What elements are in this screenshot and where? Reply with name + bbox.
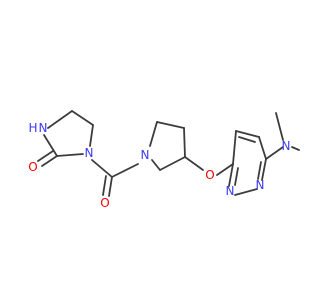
atom-o-carbonyl: O [100,196,109,210]
bond-py-n2-c [261,158,267,181]
bond-c2-o-b [37,150,54,162]
bond-py-ch1-ch2 [235,130,260,138]
bond-py-ch2-c [232,130,237,165]
bond-py-ch1-ch2-inner [238,136,256,143]
atom-n-imid: N [85,146,94,160]
bond-ch2-ch2 [71,110,94,126]
bond-nimid-c2 [56,153,84,157]
atom-labels: N H O N N O O N N N [28,121,290,210]
bond-cco-npyrr [111,163,139,178]
bond-oether-cpy [216,163,234,176]
bond-c3-c4 [183,127,186,158]
bond-c4-c5 [159,156,186,171]
bond-py-c-ch1 [258,136,267,160]
bond-ch2-nimid [89,124,94,147]
atom-n-pyridazine-2: N [256,178,265,192]
atom-n-nh: N [39,121,48,135]
bonds [37,110,300,197]
atom-n-pyrrolidine: N [141,148,150,162]
bond-py-c-n1-inner [234,167,239,186]
atom-n-dimethylamino: N [282,139,291,153]
atom-o-urea: O [28,160,37,174]
atom-h-nh: H [28,121,37,135]
bond-cco-o-a [108,176,113,197]
bond-c2-nh [43,134,58,157]
bond-c2-c3 [156,121,185,129]
bond-c5-npyrr [151,159,161,171]
bond-py-c-n1 [228,163,234,187]
atom-n-pyridazine-1: N [226,184,235,198]
bond-c-nme2 [265,146,284,160]
bond-c4-oether [184,156,204,171]
bond-cco-o-b [102,175,107,196]
atom-o-ether: O [205,168,214,182]
bond-py-n2-c-inner [257,161,262,180]
bond-py-n1-n2 [234,188,258,196]
bond-npyrr-c2 [149,121,158,147]
bond-nme2-me2 [291,146,300,151]
molecule-diagram: N H O N N O O N N N [28,110,300,210]
bond-c2-o-a [41,155,58,167]
bond-nimid-cco [91,159,113,178]
bond-nme2-me1 [275,112,284,141]
bond-nh-ch2 [47,110,73,129]
